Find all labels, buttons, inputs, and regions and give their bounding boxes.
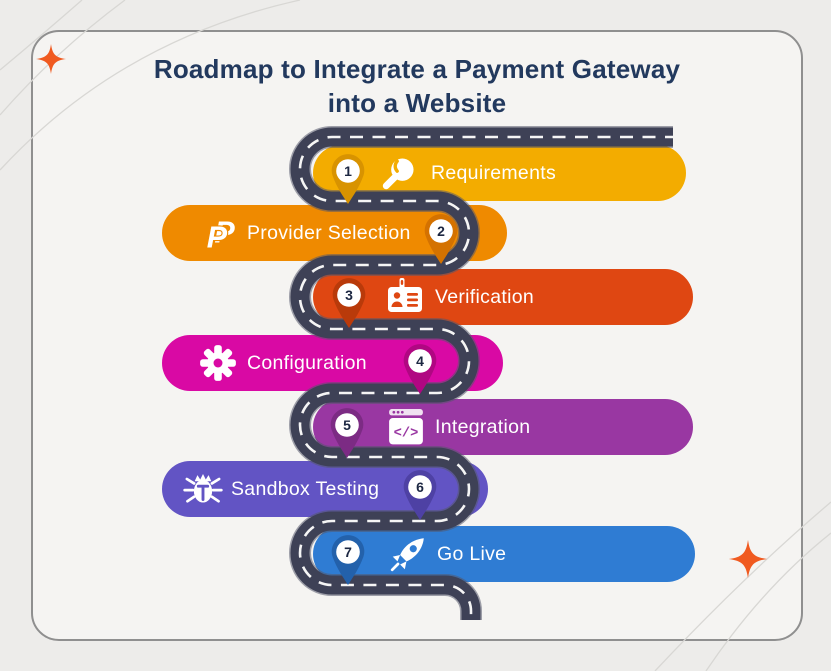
step-marker-2: 2 [424, 214, 458, 264]
id-card-icon [386, 277, 426, 317]
svg-text:6: 6 [416, 479, 424, 495]
svg-text:7: 7 [344, 544, 352, 560]
step-marker-6: 6 [403, 470, 437, 520]
bug-icon [183, 469, 223, 509]
step-marker-3: 3 [332, 278, 366, 328]
svg-text:2: 2 [437, 223, 445, 239]
step-pill-go-live: Go Live [313, 526, 695, 582]
step-marker-4: 4 [403, 344, 437, 394]
svg-text:</>: </> [394, 426, 419, 442]
paypal-icon: P P [202, 213, 242, 254]
title-line-1: Roadmap to Integrate a Payment Gateway [153, 54, 681, 84]
step-marker-7: 7 [331, 535, 365, 585]
step-pill-verification: Verification [313, 269, 693, 325]
step-pill-integration: </> Integration [313, 399, 693, 455]
step-pill-sandbox-testing: Sandbox Testing [162, 461, 488, 517]
step-pill-configuration: Configuration [162, 335, 503, 391]
svg-text:P: P [207, 220, 228, 254]
page-title: Roadmap to Integrate a Payment Gateway i… [33, 52, 801, 120]
svg-text:P: P [214, 216, 235, 250]
step-label: Verification [435, 285, 534, 308]
code-window-icon: </> [386, 407, 426, 447]
step-label: Go Live [437, 542, 507, 565]
step-marker-1: 1 [331, 154, 365, 204]
svg-text:1: 1 [344, 163, 352, 179]
step-pill-requirements: Requirements [313, 145, 686, 201]
step-label: Provider Selection [247, 221, 411, 244]
infographic-card: Roadmap to Integrate a Payment Gateway i… [31, 30, 803, 641]
svg-text:4: 4 [416, 353, 424, 369]
step-marker-5: 5 [330, 408, 364, 458]
step-label: Configuration [247, 351, 367, 374]
step-label: Sandbox Testing [231, 477, 380, 500]
magnifier-icon [379, 153, 419, 193]
gear-icon [198, 343, 238, 383]
svg-text:3: 3 [345, 287, 353, 303]
step-label: Requirements [431, 161, 556, 184]
rocket-icon [388, 534, 428, 574]
step-label: Integration [435, 415, 531, 438]
title-line-2: into a Website [327, 88, 507, 118]
svg-text:5: 5 [343, 417, 351, 433]
